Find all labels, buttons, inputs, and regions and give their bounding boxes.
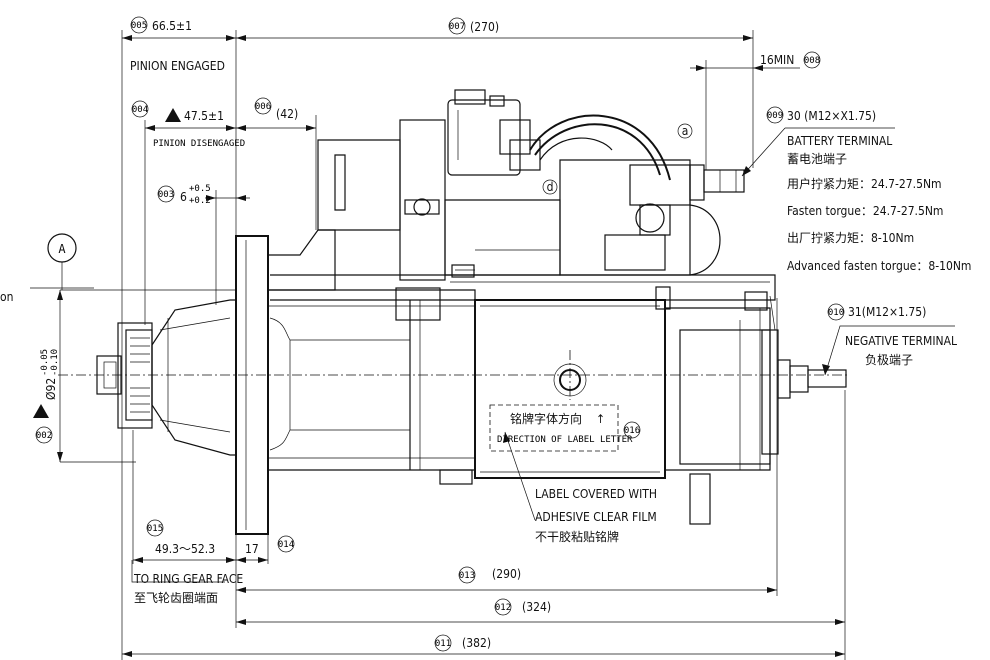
fasten-torque: Fasten torgue：24.7-27.5Nm xyxy=(787,204,943,218)
callout-006: 006 xyxy=(255,102,271,112)
label-direction-text: DIRECTION OF LABEL LETTER xyxy=(497,435,633,445)
negative-terminal-stud xyxy=(807,369,847,388)
label-hole xyxy=(559,369,581,391)
marker-d: d xyxy=(547,180,554,194)
center-lines xyxy=(58,350,850,400)
callout-bubbles: 005 007 008 004 006 003 009 002 010 016 … xyxy=(35,16,845,652)
dim-013-value: (290) xyxy=(492,567,521,581)
left-cut-text: on xyxy=(0,290,13,304)
upper-rail xyxy=(270,274,776,301)
rear-housing xyxy=(664,307,771,471)
label-direction-arrow: ↑ xyxy=(596,412,605,426)
datum-a-label: A xyxy=(58,242,66,256)
dim-006-value: (42) xyxy=(276,107,298,121)
pinion-disengaged-label: PINION DISENGAGED xyxy=(153,139,245,149)
advanced-torque: Advanced fasten torgue：8-10Nm xyxy=(787,259,971,273)
callout-010: 010 xyxy=(828,308,844,318)
drive-housing xyxy=(267,289,476,471)
callout-015: 015 xyxy=(147,524,163,534)
negative-terminal-nut xyxy=(777,359,791,399)
negative-terminal-spec: 31(M12×1.75) xyxy=(848,305,926,319)
negative-terminal-label-cn: 负极端子 xyxy=(865,353,913,367)
datum-a-bubble xyxy=(47,233,77,263)
callout-003: 003 xyxy=(158,190,174,200)
battery-terminal-label: BATTERY TERMINAL xyxy=(787,134,892,148)
dim-007-value: (270) xyxy=(470,20,499,34)
dim-002-tol-upper: -0.05 xyxy=(40,349,50,376)
ring-gear-face-label: TO RING GEAR FACE xyxy=(133,572,243,586)
wiring-harness xyxy=(529,114,671,181)
dim-014-value: 17 xyxy=(245,542,259,556)
dim-002-value: Ø92 xyxy=(44,378,58,400)
dim-003-tol-lower: +0.2 xyxy=(189,196,211,206)
shaft-nose xyxy=(96,355,122,395)
dim-002-tol-lower: -0.10 xyxy=(50,349,60,376)
user-torque-cn: 用户拧紧力矩：24.7-27.5Nm xyxy=(787,176,942,191)
mounting-flange xyxy=(235,235,269,535)
dimension-arrows xyxy=(33,35,845,657)
negative-terminal-label: NEGATIVE TERMINAL xyxy=(845,334,957,348)
callout-014: 014 xyxy=(278,540,294,550)
label-area xyxy=(489,404,619,452)
dimension-lines xyxy=(30,30,955,660)
battery-terminal-block xyxy=(629,164,691,206)
battery-terminal-label-cn: 蓄电池端子 xyxy=(787,152,847,166)
callout-007: 007 xyxy=(449,22,465,32)
connector-housing xyxy=(447,99,521,176)
annotations: PINION ENGAGED PINION DISENGAGED on a d … xyxy=(0,59,971,605)
dim-012-value: (324) xyxy=(522,600,551,614)
dim-011-value: (382) xyxy=(462,636,491,650)
dim-005-value: 66.5±1 xyxy=(152,19,192,33)
dimension-values: 66.5±1 (270) 16MIN 47.5±1 (42) 6 +0.5 +0… xyxy=(40,19,794,650)
callout-002: 002 xyxy=(36,431,52,441)
support-pin xyxy=(689,473,711,525)
label-covered-line2: ADHESIVE CLEAR FILM xyxy=(535,510,657,524)
callout-004: 004 xyxy=(132,105,148,115)
starter-motor-body xyxy=(96,89,847,535)
marker-a: a xyxy=(682,124,689,138)
dim-003-value: 6 xyxy=(180,190,187,204)
battery-terminal-spec: 30 (M12×X1.75) xyxy=(787,109,876,123)
callout-005: 005 xyxy=(131,21,147,31)
dim-008-value: 16MIN xyxy=(760,53,794,67)
callout-011: 011 xyxy=(435,639,451,649)
label-direction-cn: 铭牌字体方向 xyxy=(510,411,582,426)
solenoid-body xyxy=(444,199,561,276)
solenoid-bolt xyxy=(413,198,431,216)
callout-013: 013 xyxy=(459,571,475,581)
factory-torque-cn: 出厂拧紧力矩：8-10Nm xyxy=(787,231,914,245)
drive-housing-top xyxy=(267,229,336,291)
dim-004-value: 47.5±1 xyxy=(184,109,224,123)
pinion-engaged-label: PINION ENGAGED xyxy=(130,59,225,73)
dim-003-tol-upper: +0.5 xyxy=(189,184,211,194)
callout-012: 012 xyxy=(495,603,511,613)
battery-terminal-stud xyxy=(703,169,745,193)
ring-gear-face-label-cn: 至飞轮齿圈端面 xyxy=(134,591,218,605)
callout-008: 008 xyxy=(804,56,820,66)
callout-009: 009 xyxy=(767,111,783,121)
solenoid-front xyxy=(317,139,401,231)
dim-015-value: 49.3～52.3 xyxy=(155,542,215,556)
nose-housing xyxy=(151,299,237,456)
label-covered-cn: 不干胶粘贴铭牌 xyxy=(535,529,619,544)
callout-016: 016 xyxy=(624,426,640,436)
label-covered-line1: LABEL COVERED WITH xyxy=(535,487,657,501)
